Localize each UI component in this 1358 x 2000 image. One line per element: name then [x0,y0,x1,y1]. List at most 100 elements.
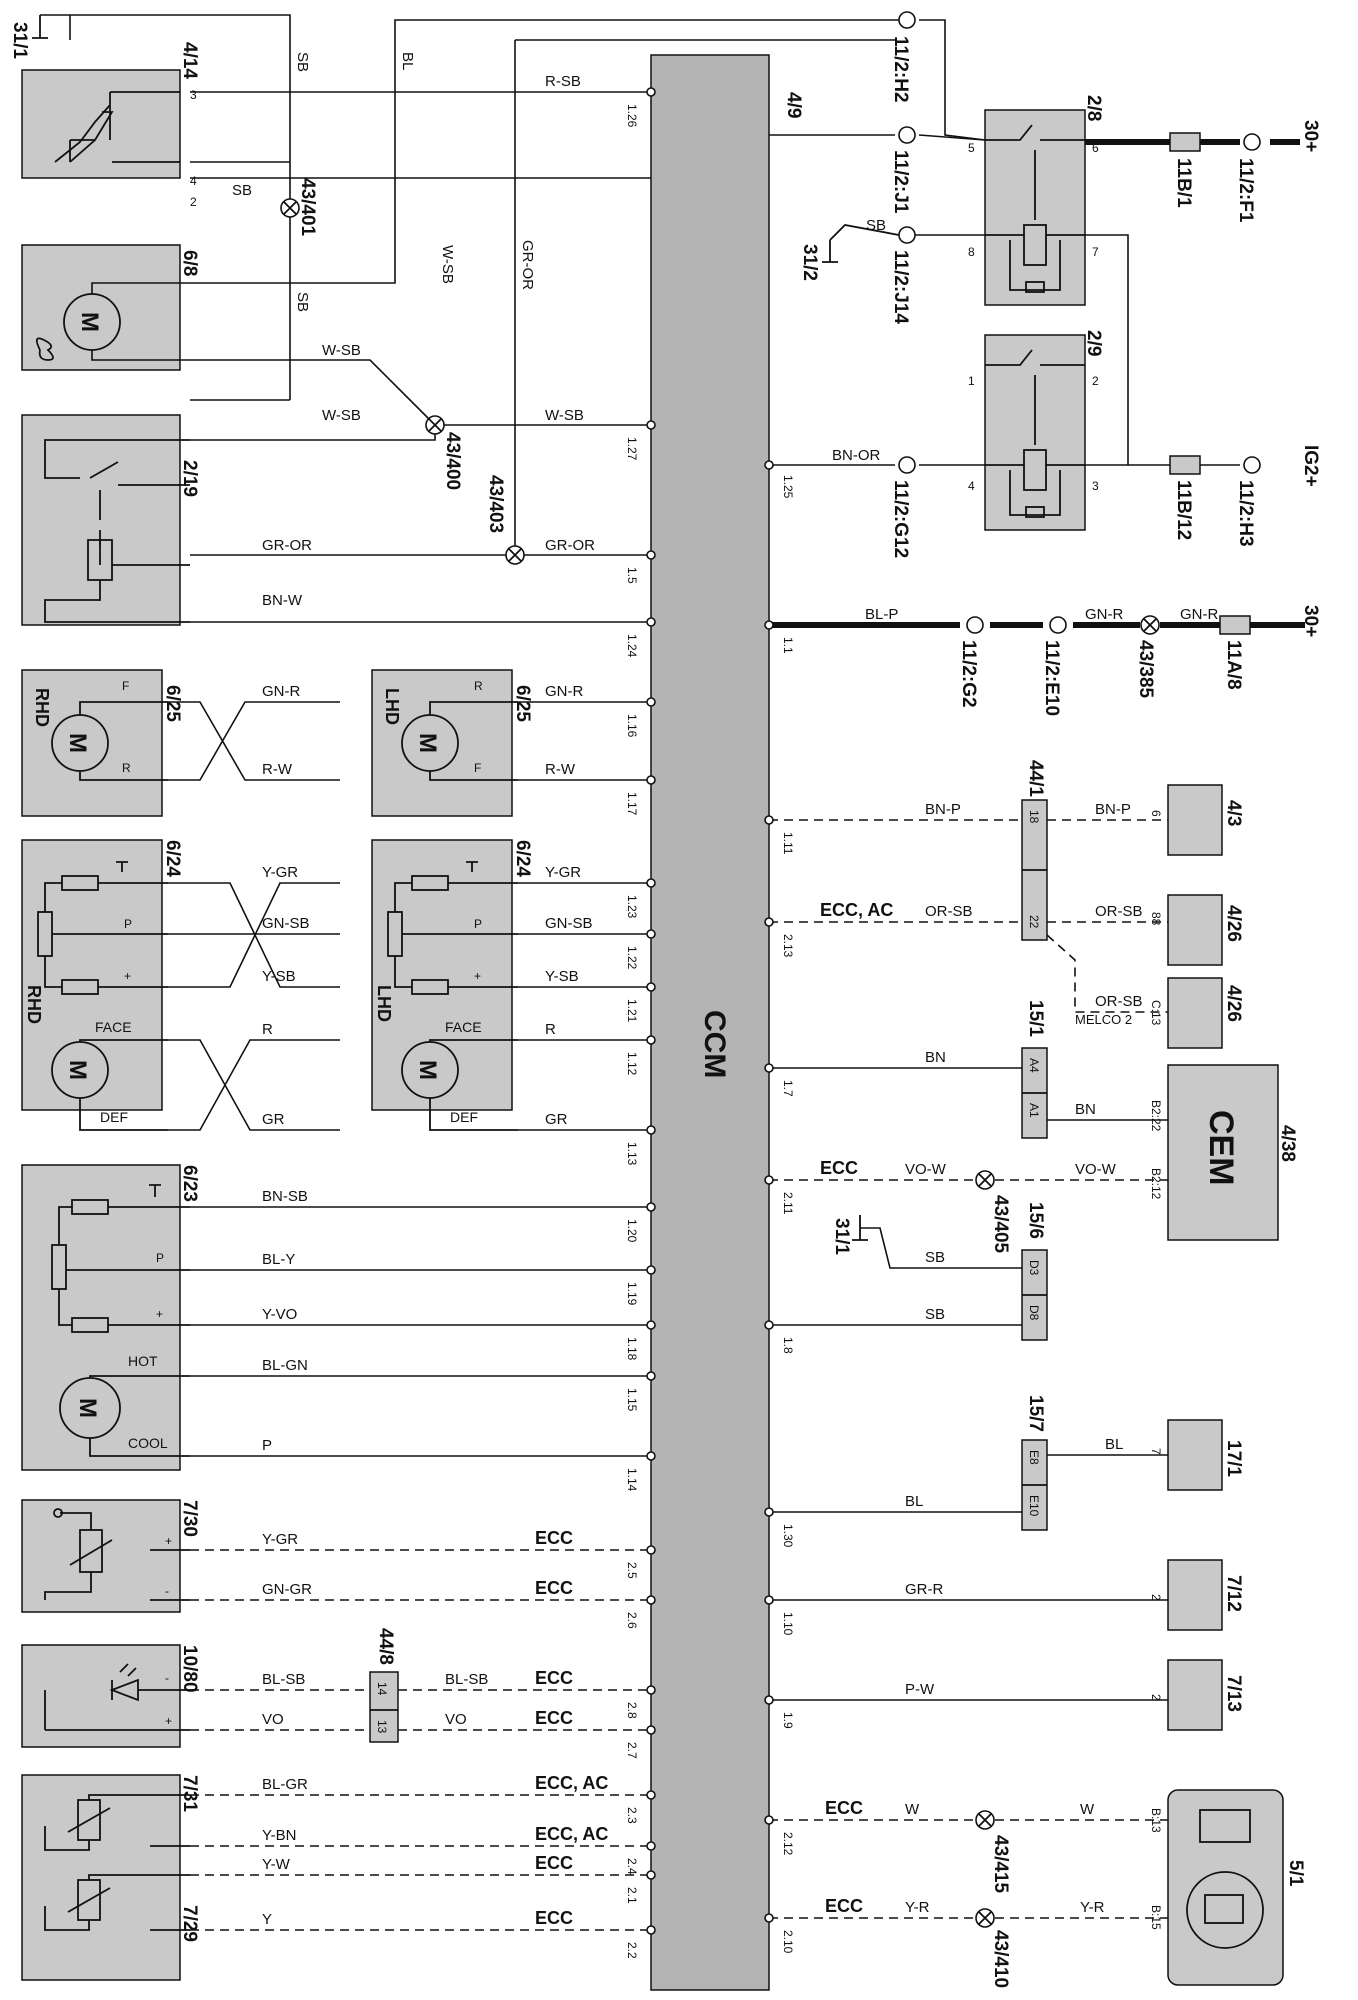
svg-text:11/2:H3: 11/2:H3 [1235,480,1256,547]
label-2-19: 2/19 [179,460,200,497]
svg-text:R-W: R-W [262,761,293,778]
svg-text:13: 13 [375,1720,389,1734]
label-10-80: 10/80 [179,1645,200,1693]
component-17-1 [1167,1419,1223,1491]
gauge-icon [1186,1871,1264,1949]
svg-text:A4: A4 [1027,1058,1041,1073]
svg-text:Y-W: Y-W [262,1856,291,1873]
svg-text:P: P [124,917,132,931]
rhd-label: RHD [32,688,52,727]
svg-text:6: 6 [1149,810,1163,817]
component-7-13 [1167,1659,1223,1731]
ccm-box [650,54,770,1991]
svg-text:4/26: 4/26 [1223,905,1244,942]
lhd-label: LHD [382,688,402,725]
svg-text:ECC: ECC [535,1528,573,1548]
svg-text:B:13: B:13 [1149,1808,1163,1833]
svg-text:GR: GR [545,1111,568,1128]
svg-text:BN-P: BN-P [1095,801,1131,818]
svg-text:11A/8: 11A/8 [1223,640,1244,690]
svg-text:W-SB: W-SB [545,407,584,424]
svg-text:11/2:J1: 11/2:J1 [890,150,911,214]
terminal-nodes: 11/2:H2 11/2:J1 11/2:J14 SB 31/2 11/2:G1… [799,11,1321,716]
component-6-25-lhd [371,669,513,817]
svg-text:2.4: 2.4 [625,1858,639,1875]
svg-text:BN-W: BN-W [262,592,303,609]
svg-text:17/1: 17/1 [1223,1440,1244,1477]
label-15-1: 15/1 [1025,1000,1046,1037]
svg-text:ECC: ECC [535,1668,573,1688]
svg-text:ECC: ECC [535,1578,573,1598]
svg-text:31/2: 31/2 [799,244,820,281]
svg-text:43/405: 43/405 [990,1195,1011,1254]
svg-text:Y-R: Y-R [905,1899,930,1916]
svg-text:Y-SB: Y-SB [262,968,296,985]
svg-text:OR-SB: OR-SB [1095,903,1143,920]
relay-switch-symbol [44,439,190,545]
svg-text:E8: E8 [1027,1450,1041,1465]
svg-text:Y-GR: Y-GR [262,864,298,881]
svg-text:+: + [165,1534,172,1548]
svg-text:1.5: 1.5 [625,567,639,584]
svg-text:D8: D8 [1027,1305,1041,1321]
svg-text:W-SB: W-SB [322,342,361,359]
svg-text:43/401: 43/401 [297,178,318,237]
svg-text:14: 14 [375,1682,389,1696]
svg-text:1.11: 1.11 [781,832,795,855]
svg-text:7: 7 [1149,1448,1163,1455]
svg-text:M: M [64,1060,91,1080]
svg-text:1.20: 1.20 [625,1219,639,1243]
label-7-30: 7/30 [179,1500,200,1537]
svg-text:2: 2 [1149,1594,1163,1601]
svg-text:2.5: 2.5 [625,1562,639,1579]
svg-text:GN-R: GN-R [1180,606,1218,623]
right-top-wires [769,19,1305,628]
svg-text:1.22: 1.22 [625,946,639,970]
connector-44-8 [369,1671,399,1743]
svg-text:1.25: 1.25 [781,475,795,499]
left-wires [40,14,895,1931]
svg-text:GR-OR: GR-OR [262,537,312,554]
svg-text:7: 7 [1092,245,1099,259]
svg-text:+: + [474,969,481,983]
svg-text:C:13: C:13 [1149,1000,1163,1026]
svg-text:P: P [474,917,482,931]
svg-text:4/38: 4/38 [1277,1125,1298,1162]
splice-43-401: 43/401 [280,178,318,237]
svg-text:BL-GR: BL-GR [262,1776,308,1793]
splice-43-410: 43/410 [975,1908,1011,1988]
svg-text:11B/1: 11B/1 [1173,158,1194,208]
svg-text:1.24: 1.24 [625,634,639,658]
svg-text:4/3: 4/3 [1223,800,1244,826]
svg-text:GN-R: GN-R [1085,606,1123,623]
label-44-8: 44/8 [375,1628,396,1665]
svg-text:P: P [156,1251,164,1265]
fan-icon [35,337,54,361]
svg-text:ECC, AC: ECC, AC [820,900,893,920]
node-31-1: 31/1 [9,22,30,59]
svg-text:BL-SB: BL-SB [445,1671,488,1688]
svg-text:2.8: 2.8 [625,1702,639,1719]
svg-text:1.9: 1.9 [781,1712,795,1729]
splice-43-403: 43/403 [485,475,525,565]
svg-text:88: 88 [1149,912,1163,926]
svg-text:Y: Y [262,1911,272,1928]
svg-text:4: 4 [968,479,975,493]
svg-text:GR: GR [262,1111,285,1128]
component-2-19 [21,414,181,626]
svg-text:1.8: 1.8 [781,1337,795,1354]
svg-text:ECC: ECC [820,1158,858,1178]
svg-text:LHD: LHD [374,985,394,1022]
label-7-29: 7/29 [179,1905,200,1942]
svg-text:31/1: 31/1 [831,1218,852,1255]
ground-symbol [822,224,900,263]
svg-text:W: W [905,1801,920,1818]
svg-text:SB: SB [294,292,311,312]
svg-text:R: R [474,679,483,693]
svg-text:2.7: 2.7 [625,1742,639,1759]
svg-text:BN-SB: BN-SB [262,1188,308,1205]
svg-text:ECC: ECC [825,1798,863,1818]
svg-text:11/2:E10: 11/2:E10 [1041,640,1062,716]
component-6-8 [21,244,181,371]
svg-text:Y-GR: Y-GR [545,864,581,881]
